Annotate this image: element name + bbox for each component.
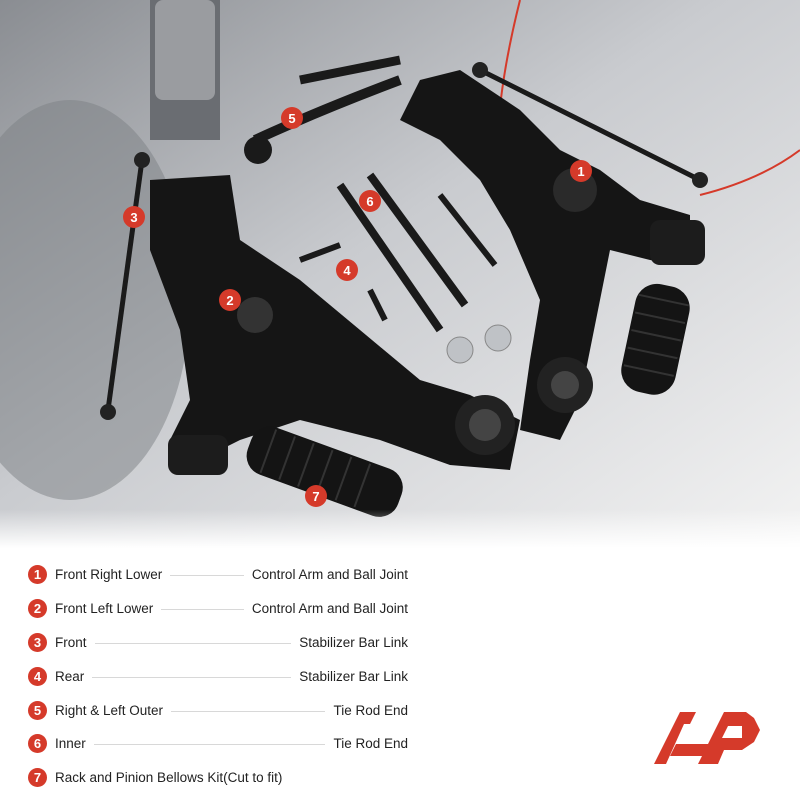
legend-left-text: Rack and Pinion Bellows Kit(Cut to fit) [55,770,283,786]
legend-badge: 4 [28,666,47,686]
leader-line [161,609,244,611]
callout-7: 7 [305,485,327,507]
product-photo [0,0,800,548]
legend-row: 5 Right & Left Outer Tie Rod End [28,693,408,727]
control-arm-left [150,175,520,470]
legend-right-text: Stabilizer Bar Link [299,668,408,684]
legend-right-text: Control Arm and Ball Joint [251,601,408,617]
legend-badge: 2 [28,599,47,619]
leader-line [94,642,292,644]
washer [446,336,474,364]
legend-right-text: Stabilizer Bar Link [299,634,408,650]
legend-badge: 1 [28,565,47,585]
callout-5: 5 [281,107,303,129]
legend-row: 4 Rear Stabilizer Bar Link [28,659,408,693]
legend-row: 3 Front Stabilizer Bar Link [28,626,408,660]
legend-left-text: Inner [55,736,86,752]
wheel-shadow [0,100,190,500]
outer-tie-rod-2 [299,55,401,85]
outer-tie-rod [252,75,402,145]
legend-row: 2 Front Left Lower Control Arm and Ball … [28,592,408,626]
legend-right-text: Tie Rod End [333,736,408,752]
legend-left-text: Right & Left Outer [55,702,164,718]
leader-line [171,710,326,712]
legend-right-text: Tie Rod End [333,702,408,718]
legend-left-text: Rear [55,668,85,684]
callout-1: 1 [570,160,592,182]
legend-row: 1 Front Right Lower Control Arm and Ball… [28,558,408,592]
parts-legend: 1 Front Right Lower Control Arm and Ball… [28,558,408,795]
legend-right-text: Control Arm and Ball Joint [251,567,408,583]
stabilizer-link-front-2 [478,67,702,183]
legend-badge: 5 [28,700,47,720]
legend-left-text: Front Left Lower [55,601,154,617]
leader-line [93,744,326,746]
callout-3: 3 [123,206,145,228]
brand-logo [654,712,760,764]
control-arm-right [400,70,690,440]
leader-line [92,676,292,678]
red-accent-line-2 [699,149,800,196]
stabilizer-link-rear [298,242,342,263]
legend-badge: 7 [28,768,47,788]
callout-6: 6 [359,190,381,212]
legend-left-text: Front Right Lower [55,567,163,583]
inner-tie-rod-2 [366,172,469,308]
bellows-right [621,283,690,395]
legend-row: 6 Inner Tie Rod End [28,727,408,761]
washer [484,324,512,352]
leader-line [170,575,244,577]
callout-2: 2 [219,289,241,311]
callout-4: 4 [336,259,358,281]
bellows-strut [155,0,215,100]
legend-badge: 6 [28,734,47,754]
stabilizer-link-front [105,159,145,411]
legend-left-text: Front [55,634,87,650]
inner-tie-rod-1 [336,182,444,333]
legend-badge: 3 [28,632,47,652]
legend-row: 7 Rack and Pinion Bellows Kit(Cut to fit… [28,761,408,795]
